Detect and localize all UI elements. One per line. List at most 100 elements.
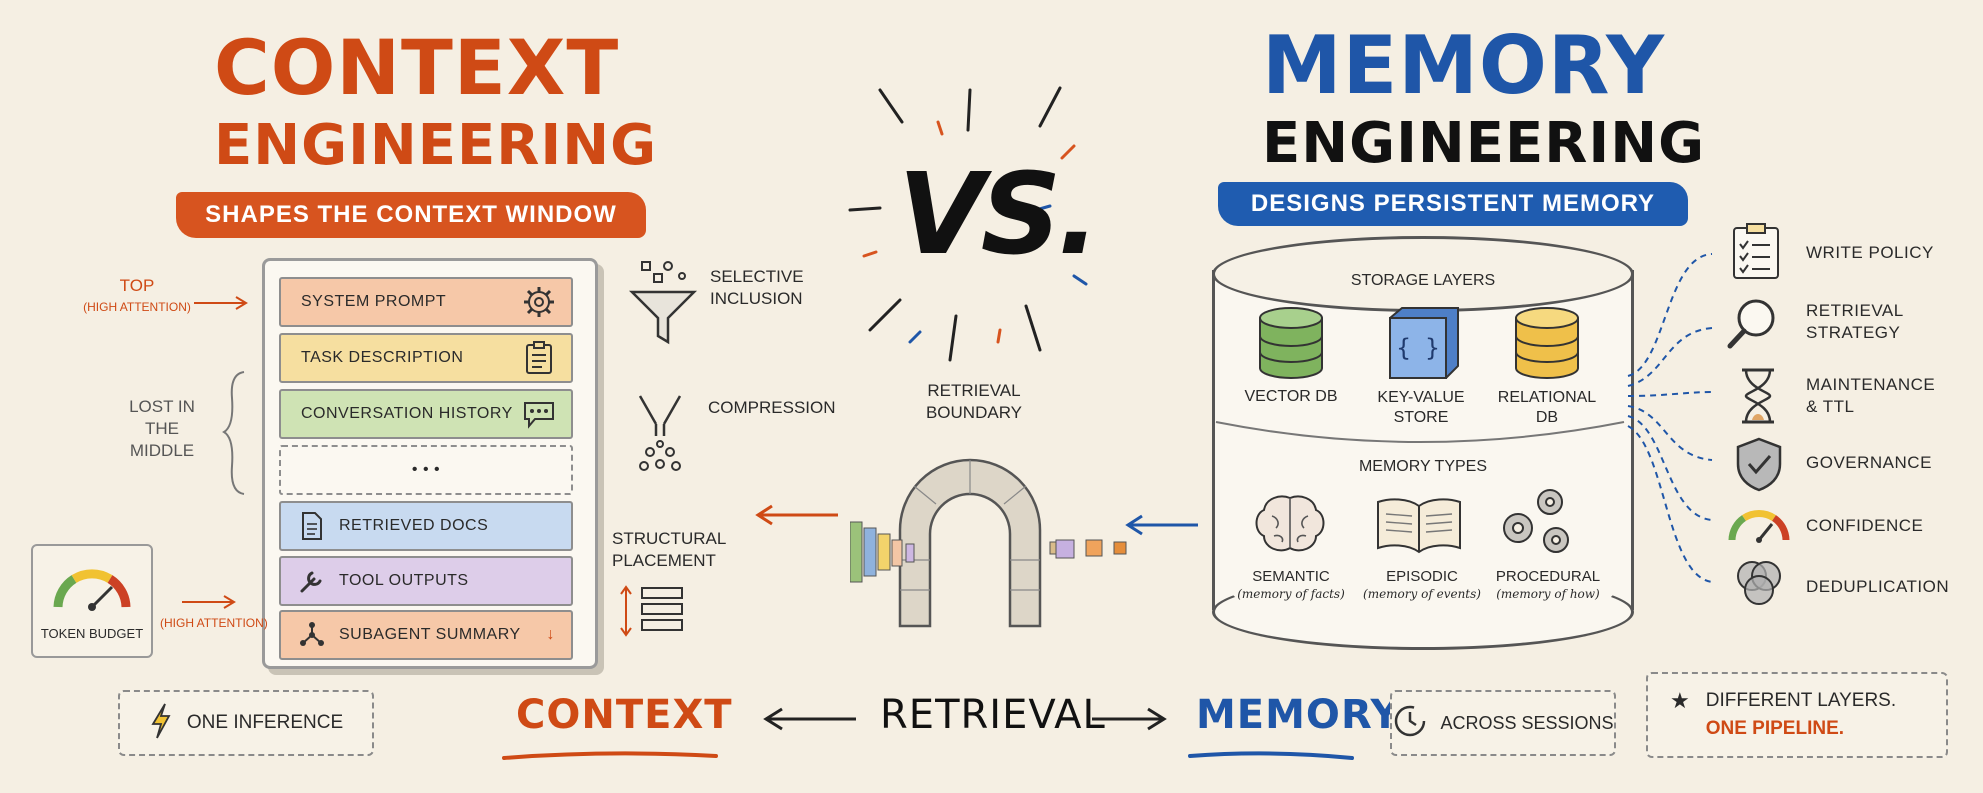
bottom-arrow [182,595,236,609]
wrench-icon [297,566,327,596]
hourglass-icon [1738,366,1778,431]
ellipsis-text: • • • [411,461,441,478]
layer-ellipsis: • • • [279,445,573,495]
cylinder-divider [1215,421,1625,443]
token-budget-label: TOKEN BUDGET [40,626,144,641]
type-sub: (memory of how) [1496,587,1600,601]
layer-system-prompt: SYSTEM PROMPT [279,277,573,327]
open-book-icon [1374,494,1464,559]
across-sessions-box: ACROSS SESSIONS [1390,690,1616,756]
memory-types-title: MEMORY TYPES [1358,458,1488,475]
one-inference-label: ONE INFERENCE [186,712,344,733]
gauge-icon [1726,504,1792,549]
footer-left-arrow [763,707,856,731]
layer-label: CONVERSATION HISTORY [301,405,513,422]
lightning-icon [149,702,173,745]
footer-memory-underline [1188,751,1354,760]
type-sub: (memory of facts) [1237,587,1345,601]
svg-text:{ }: { } [1396,334,1439,362]
gear-icon [519,282,559,322]
arrow-to-context [755,504,838,526]
database-yellow-icon [1512,306,1582,385]
vs-burst [848,86,1088,362]
layer-conversation-history: CONVERSATION HISTORY [279,389,573,439]
tagline-text: DIFFERENT LAYERS. ONE PIPELINE. [1706,687,1896,742]
policy-write: WRITE POLICY [1806,243,1934,262]
policy-governance: GOVERNANCE [1806,453,1932,472]
layer-label: SYSTEM PROMPT [301,293,447,310]
tagline-line2: ONE PIPELINE. [1705,718,1845,739]
policy-maintenance: MAINTENANCE & TTL [1806,375,1936,417]
across-sessions-label: ACROSS SESSIONS [1440,712,1614,733]
network-icon [297,620,327,650]
brain-icon [1252,492,1328,561]
layer-subagent-summary: SUBAGENT SUMMARY ↓ [279,610,573,660]
memory-title-line1: MEMORY [1262,19,1666,112]
footer-memory: MEMORY [1196,692,1401,738]
type-procedural: PROCEDURAL (memory of how) [1488,568,1608,601]
top-label-text: TOP [119,276,155,295]
footer-context: CONTEXT [516,692,733,738]
down-arrow-icon: ↓ [546,626,555,643]
chat-bubble-icon [519,394,559,434]
context-title-line1: CONTEXT [214,23,620,112]
policy-retrieval: RETRIEVAL STRATEGY [1806,301,1904,343]
storage-layers-title: STORAGE LAYERS [1350,272,1496,289]
funnel-icon [628,258,698,353]
retrieval-arch [850,458,1127,628]
policy-deduplication: DEDUPLICATION [1806,577,1950,596]
lost-brace [222,371,245,495]
clipboard-icon [519,338,559,378]
token-budget-card: TOKEN BUDGET [31,544,153,658]
type-label: EPISODIC [1386,568,1458,585]
gauge-icon [50,561,134,618]
retrieval-boundary-label: RETRIEVAL BOUNDARY [925,381,1023,423]
memory-cylinder-bottom [1212,574,1634,650]
technique-compression: COMPRESSION [708,398,836,417]
footer-context-underline [502,751,718,760]
layer-retrieved-docs: RETRIEVED DOCS [279,501,573,551]
policy-connectors [1627,253,1713,583]
context-banner: SHAPES THE CONTEXT WINDOW [176,192,646,238]
footer-retrieval: RETRIEVAL [880,692,1106,738]
stack-order-icon [618,584,692,645]
document-icon [297,511,327,541]
magnifier-icon [1724,294,1784,359]
compress-icon [630,392,690,479]
tagline-line1: DIFFERENT LAYERS. [1705,690,1897,712]
footer-right-arrow [1092,707,1167,731]
type-episodic: EPISODIC (memory of events) [1362,568,1482,601]
layer-task-description: TASK DESCRIPTION [279,333,573,383]
technique-structural-placement: STRUCTURAL PLACEMENT [612,529,727,571]
lost-in-middle-label: LOST IN THE MIDDLE [129,397,195,461]
clock-icon [1392,703,1428,744]
star-icon: ★ [1670,688,1690,713]
storage-vector-db: VECTOR DB [1244,388,1338,405]
database-green-icon [1256,306,1326,385]
one-inference-box: ONE INFERENCE [118,690,374,756]
memory-banner: DESIGNS PERSISTENT MEMORY [1218,182,1688,226]
layer-label: RETRIEVED DOCS [339,517,489,534]
technique-selective-inclusion: SELECTIVE INCLUSION [710,267,804,309]
context-title-line2: ENGINEERING [214,113,658,178]
gears-icon [1496,484,1582,565]
type-label: SEMANTIC [1252,568,1330,585]
policy-confidence: CONFIDENCE [1806,516,1924,535]
layer-label: SUBAGENT SUMMARY [339,626,521,643]
top-arrow [194,296,248,310]
storage-relational-db: RELATIONAL DB [1497,389,1597,426]
checklist-icon [1730,222,1782,287]
layer-tool-outputs: TOOL OUTPUTS [279,556,573,606]
tagline-box: ★ DIFFERENT LAYERS. ONE PIPELINE. [1646,672,1948,758]
memory-cylinder-top [1212,236,1634,312]
top-label-sub: (HIGH ATTENTION) [83,300,191,314]
type-sub: (memory of events) [1363,587,1481,601]
key-value-cube-icon: { } [1384,304,1464,389]
type-label: PROCEDURAL [1495,568,1601,585]
arrow-from-memory [1125,514,1198,536]
layer-label: TOOL OUTPUTS [339,572,469,589]
type-semantic: SEMANTIC (memory of facts) [1236,568,1346,601]
storage-key-value: KEY-VALUE STORE [1377,389,1465,426]
context-window-stack: SYSTEM PROMPT TASK DESCRIPTION CONVERSAT… [262,258,598,669]
venn-icon [1730,556,1788,617]
